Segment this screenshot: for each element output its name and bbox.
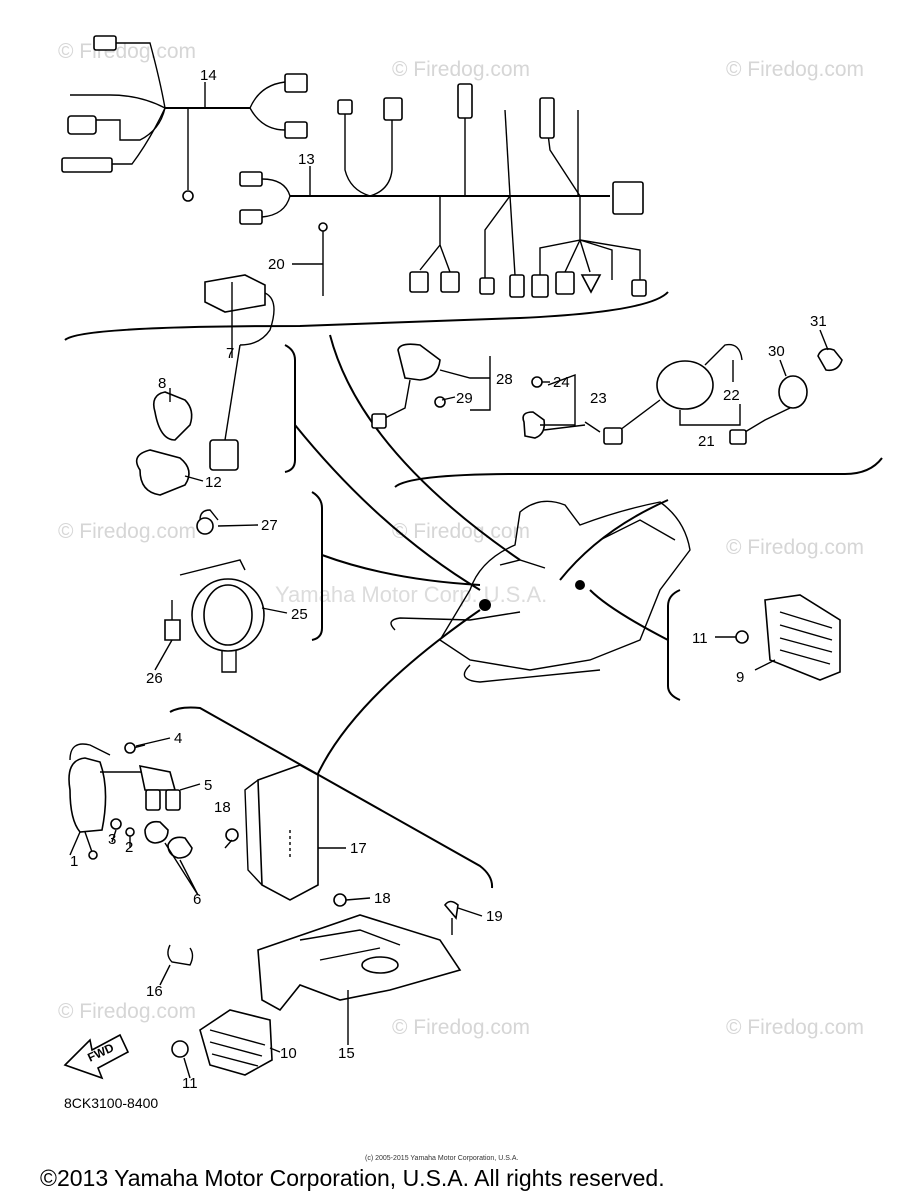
callout-6: 6: [193, 891, 201, 908]
bracket-group: [167, 764, 462, 1076]
callout-18: 18: [374, 890, 391, 907]
watermark: © Firedog.com: [726, 58, 864, 81]
callout-19: 19: [486, 908, 503, 925]
callout-8: 8: [158, 375, 166, 392]
watermark: © Firedog.com: [392, 58, 530, 81]
callout-14: 14: [200, 67, 217, 84]
wire-harness-13: [239, 83, 647, 298]
watermarks: © Firedog.com © Firedog.com © Firedog.co…: [58, 40, 864, 1039]
copyright-notice: ©2013 Yamaha Motor Corporation, U.S.A. A…: [40, 1165, 665, 1191]
watermark: © Firedog.com: [726, 1016, 864, 1039]
switch-group: [371, 343, 843, 445]
callout-28: 28: [496, 371, 513, 388]
callout-3: 3: [108, 831, 116, 848]
regulator-9-group: [735, 594, 841, 681]
callout-22: 22: [723, 387, 740, 404]
callout-11: 11: [182, 1075, 198, 1092]
watermark: © Firedog.com: [58, 40, 196, 63]
callout-24: 24: [553, 374, 570, 391]
horn-group: [164, 509, 265, 673]
fine-print: (c) 2005-2015 Yamaha Motor Corporation, …: [365, 1155, 518, 1162]
callout-31: 31: [810, 313, 827, 330]
callout-9: 9: [736, 669, 744, 686]
leader-lines: [69, 82, 829, 1079]
ignition-coil-group: [68, 742, 193, 860]
callout-11: 11: [692, 630, 708, 647]
callout-26: 26: [146, 670, 163, 687]
callout-29: 29: [456, 390, 473, 407]
callout-7: 7: [226, 345, 234, 362]
watermark: © Firedog.com: [392, 1016, 530, 1039]
callout-12: 12: [205, 474, 222, 491]
watermark-center: Yamaha Motor Corp. U.S.A.: [275, 582, 547, 607]
snowmobile-outline: [390, 500, 691, 683]
part-code: 8CK3100-8400: [64, 1095, 158, 1111]
callout-30: 30: [768, 343, 785, 360]
callout-21: 21: [698, 433, 715, 450]
callout-15: 15: [338, 1045, 355, 1062]
forward-arrow: FWD: [63, 1033, 130, 1080]
callout-16: 16: [146, 983, 163, 1000]
callout-1: 1: [70, 853, 78, 870]
watermark: © Firedog.com: [58, 1000, 196, 1023]
cdi-unit-group: [135, 274, 275, 496]
callout-10: 10: [280, 1045, 297, 1062]
callout-2: 2: [125, 839, 133, 856]
wire-harness-14: [61, 35, 308, 202]
callout-13: 13: [298, 151, 315, 168]
watermark: © Firedog.com: [726, 536, 864, 559]
section-dividers: [64, 291, 883, 889]
watermark: © Firedog.com: [58, 520, 196, 543]
callout-5: 5: [204, 777, 212, 794]
watermark: © Firedog.com: [392, 520, 530, 543]
callout-23: 23: [590, 390, 607, 407]
callout-numbers: 1 2 3 4 5 6 7 8 9 10 11 11 12 13 14 15 1…: [70, 67, 827, 1092]
callout-27: 27: [261, 517, 278, 534]
callout-18: 18: [214, 799, 231, 816]
callout-25: 25: [291, 606, 308, 623]
callout-20: 20: [268, 256, 285, 273]
callout-17: 17: [350, 840, 367, 857]
callout-4: 4: [174, 730, 182, 747]
